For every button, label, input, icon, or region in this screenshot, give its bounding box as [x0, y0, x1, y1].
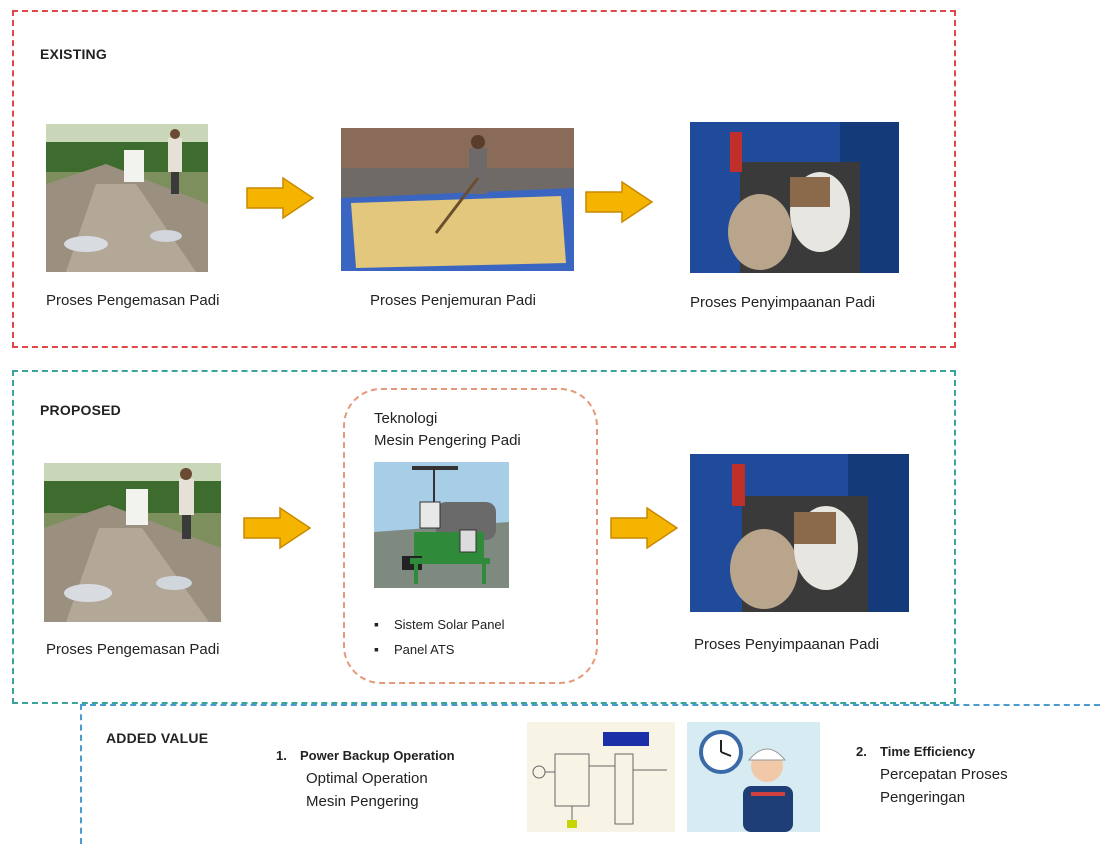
photo-storage-proposed [690, 454, 909, 612]
technology-box [343, 388, 598, 684]
item-line: Pengeringan [880, 789, 966, 806]
item-heading: Time Efficiency [880, 744, 976, 759]
added-value-item-1: 1. Power Backup Operation Optimal Operati… [276, 744, 455, 813]
photo-drying [341, 128, 574, 271]
photo-packing-existing [46, 124, 208, 272]
clock-worker-illustration [687, 722, 820, 832]
bullet-item: Sistem Solar Panel [374, 612, 505, 637]
bullet-item: Panel ATS [374, 637, 505, 662]
caption-storage-existing: Proses Penyimpaanan Padi [690, 294, 876, 311]
proposed-panel [12, 370, 956, 704]
technology-title-line2: Mesin Pengering Padi [374, 432, 521, 449]
arrow-right-icon [246, 176, 315, 220]
item-line: Optimal Operation [306, 770, 428, 787]
caption-drying: Proses Penjemuran Padi [370, 292, 536, 309]
item-heading: Power Backup Operation [300, 748, 455, 763]
added-value-item-2: 2. Time Efficiency Percepatan Proses Peng… [856, 740, 1008, 809]
item-line: Mesin Pengering [306, 793, 419, 810]
technology-bullets: Sistem Solar Panel Panel ATS [374, 612, 505, 662]
circuit-diagram-illustration [527, 722, 675, 832]
added-value-title: ADDED VALUE [106, 730, 209, 746]
existing-title: EXISTING [40, 46, 107, 62]
caption-storage-proposed: Proses Penyimpaanan Padi [694, 636, 880, 653]
arrow-right-icon [585, 180, 654, 224]
item-number: 1. [276, 748, 287, 763]
caption-packing-proposed: Proses Pengemasan Padi [46, 641, 220, 658]
technology-title-line1: Teknologi [374, 410, 438, 427]
caption-packing-existing: Proses Pengemasan Padi [46, 292, 220, 309]
technology-title: Teknologi Mesin Pengering Padi [374, 408, 521, 452]
arrow-right-icon [243, 506, 312, 550]
item-line: Percepatan Proses [880, 766, 1008, 783]
existing-panel [12, 10, 956, 348]
item-number: 2. [856, 744, 867, 759]
dryer-machine-illustration [374, 462, 509, 588]
photo-storage-existing [690, 122, 899, 273]
added-value-panel [80, 704, 1103, 844]
arrow-right-icon [610, 506, 679, 550]
photo-packing-proposed [44, 463, 221, 622]
proposed-title: PROPOSED [40, 402, 121, 418]
